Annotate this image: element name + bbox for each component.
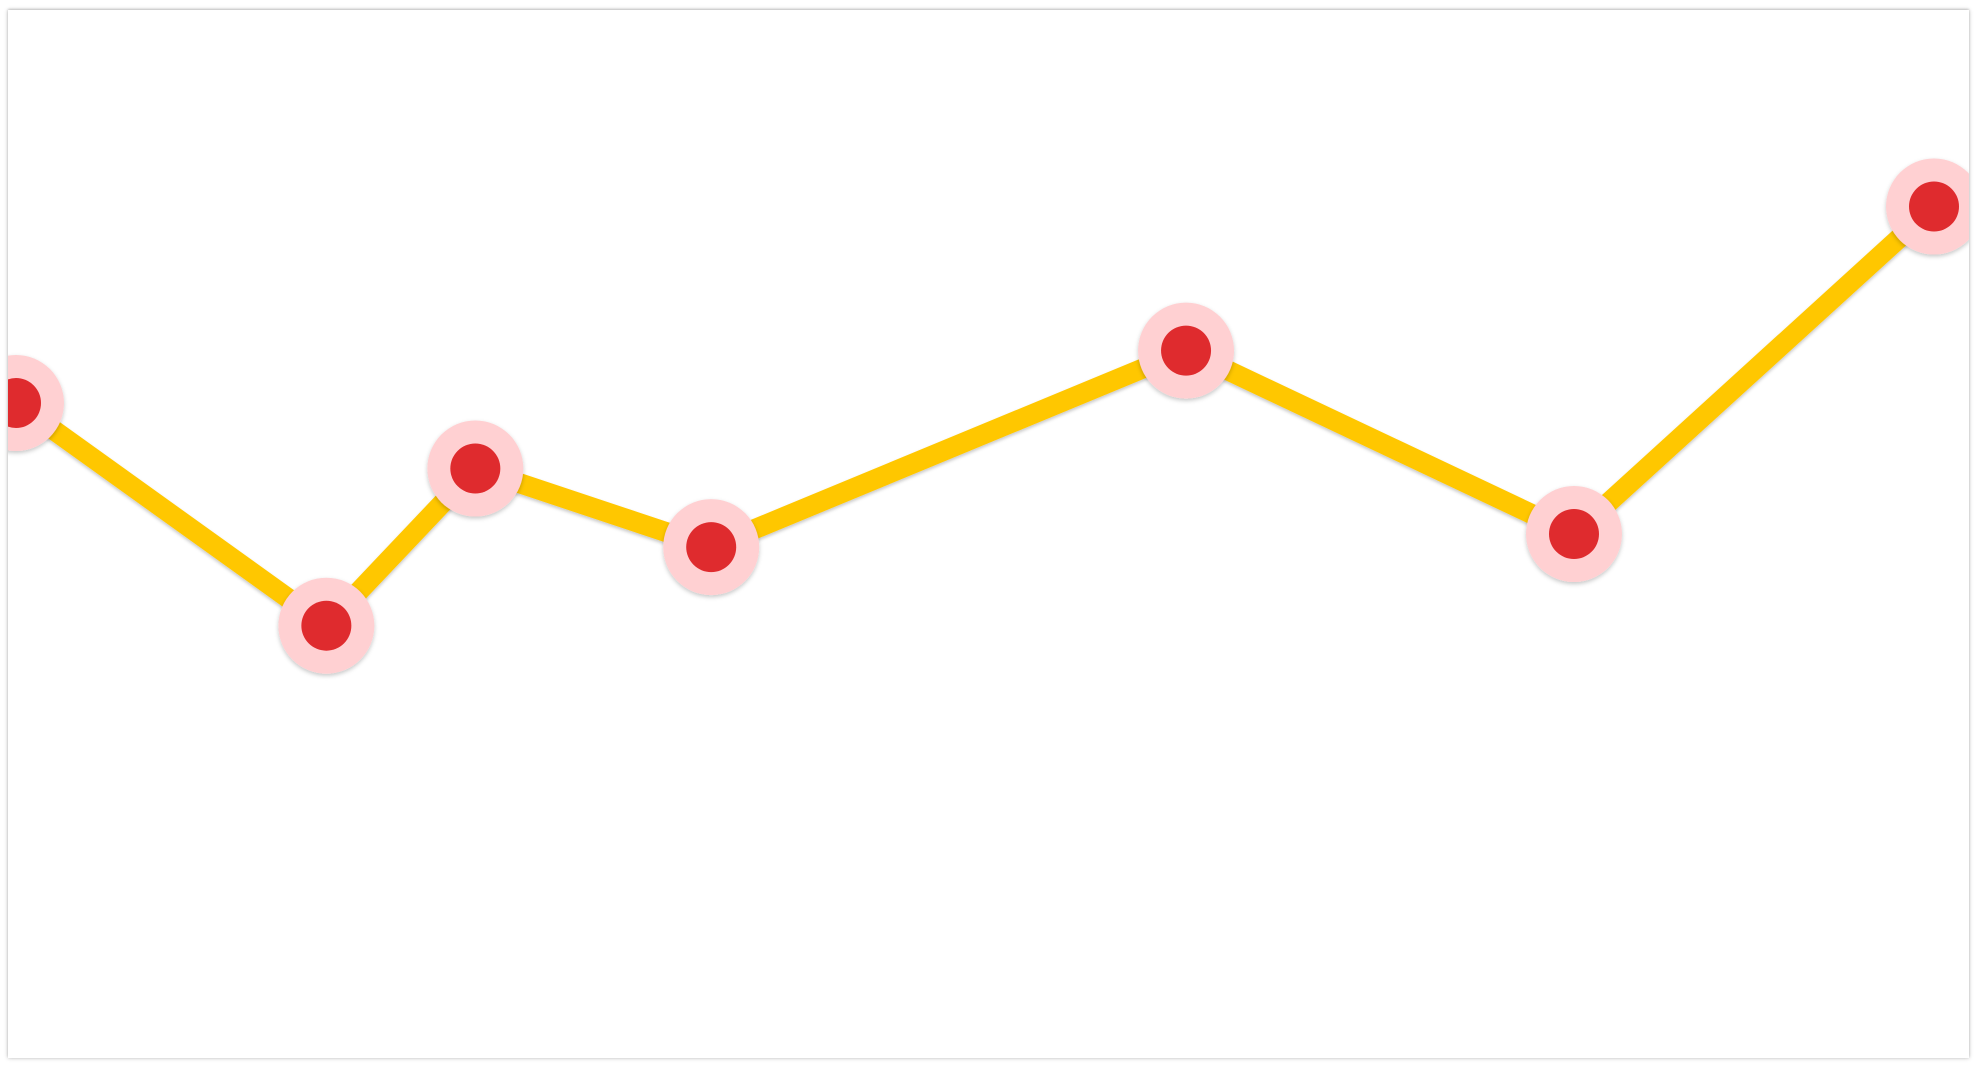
data-point[interactable] (8, 355, 64, 451)
data-point[interactable] (278, 577, 375, 674)
data-point-dot (1548, 509, 1599, 559)
data-point-dot (1161, 325, 1212, 376)
data-point[interactable] (427, 420, 524, 517)
data-point-dot (1909, 181, 1959, 232)
marker-layer (8, 158, 1969, 674)
series-layer (10, 199, 1941, 636)
series-line (10, 199, 1941, 636)
line-chart (8, 158, 1969, 674)
data-point[interactable] (1138, 302, 1235, 399)
data-point[interactable] (663, 499, 760, 596)
data-point[interactable] (1886, 158, 1969, 255)
data-point-dot (450, 443, 501, 494)
data-point-dot (686, 522, 737, 573)
data-point-dot (301, 600, 352, 651)
data-point[interactable] (1525, 486, 1622, 582)
data-point-dot (8, 378, 41, 428)
chart-panel (8, 10, 1969, 1058)
